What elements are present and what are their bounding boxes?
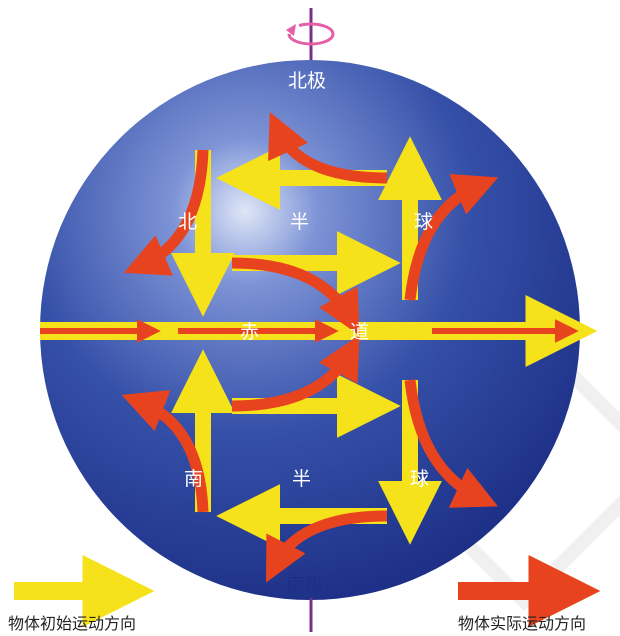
northern-hemisphere-label-1: 北: [178, 211, 198, 233]
south-actual-east: [231, 334, 360, 412]
northern-hemisphere-label-3: 球: [414, 211, 434, 233]
south-actual-north: [121, 390, 209, 513]
south-pole-label: 南极: [286, 574, 325, 596]
north-pole-label: 北极: [288, 70, 327, 92]
equator-label-1: 赤: [240, 321, 260, 343]
legend-initial-label: 物体初始运动方向: [8, 614, 137, 633]
northern-hemisphere-label-2: 半: [290, 211, 310, 233]
north-actual-south: [123, 149, 209, 276]
north-actual-east: [231, 257, 360, 336]
rotation-arrow-icon: [286, 22, 335, 46]
south-actual-west: [265, 510, 388, 583]
equator-label-2: 道: [350, 321, 370, 343]
southern-hemisphere-label-1: 南: [184, 468, 204, 490]
legend-actual-label: 物体实际运动方向: [458, 614, 587, 633]
south-actual-south: [404, 379, 498, 508]
southern-hemisphere-label-3: 球: [410, 468, 430, 490]
north-actual-north: [404, 174, 499, 301]
southern-hemisphere-label-2: 半: [292, 468, 312, 490]
north-actual-west: [268, 112, 388, 184]
